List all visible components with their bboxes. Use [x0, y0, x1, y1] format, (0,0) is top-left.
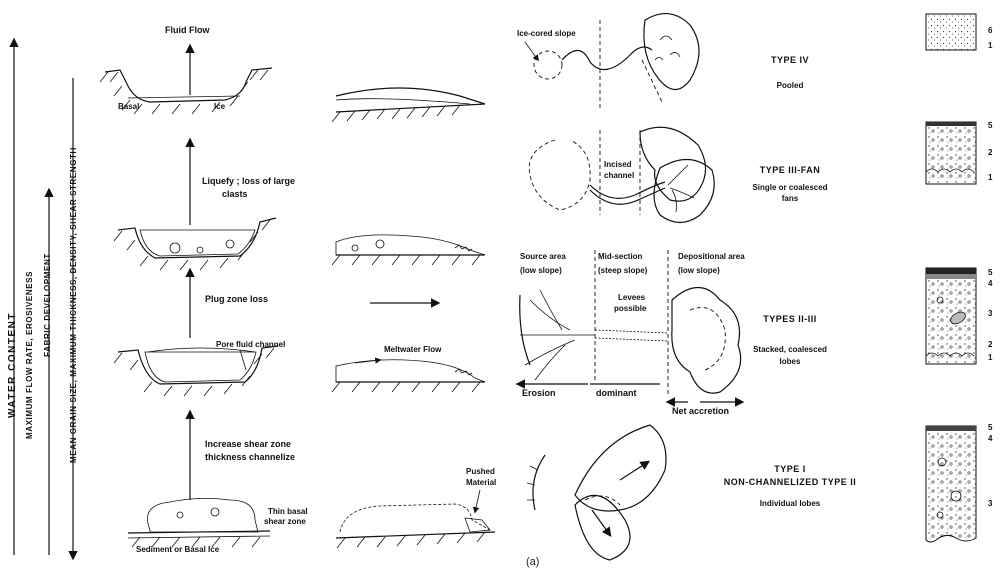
- stage-plug-zone: [114, 346, 278, 396]
- column-type-i: [926, 426, 976, 542]
- col-iii-fan-num-0: 5: [988, 121, 993, 130]
- label-pushed: Pushed: [466, 467, 495, 476]
- col-i-num-2: 3: [988, 499, 993, 508]
- col-iv-num-0: 6: [988, 26, 993, 35]
- col-iii-fan-num-1: 2: [988, 148, 993, 157]
- type-iii-fan-title: TYPE III-FAN: [760, 165, 821, 175]
- profile-1: [332, 88, 485, 122]
- col-i-num-1: 4: [988, 434, 993, 443]
- col-iv-num-1: 1: [988, 41, 993, 50]
- axis-label-max-flow-rate: MAXIMUM FLOW RATE, EROSIVENESS: [25, 271, 34, 439]
- types-ii-iii-desc1: Stacked, coalesced: [753, 345, 827, 354]
- types-ii-iii-title: TYPES II-III: [763, 314, 817, 324]
- label-levees-2: possible: [614, 304, 647, 313]
- axis-label-fabric-development: FABRIC DEVELOPMENT: [43, 253, 52, 357]
- label-low-slope-2: (low slope): [678, 266, 720, 275]
- label-plug-zone-loss: Plug zone loss: [205, 294, 268, 304]
- label-pore-fluid-channel: Pore fluid channel: [216, 340, 285, 349]
- label-incised: Incised: [604, 160, 632, 169]
- column-type-iv: [926, 14, 976, 50]
- planform-type-i: [527, 425, 666, 560]
- figure-caption: (a): [526, 556, 539, 568]
- label-sediment-basal-ice: Sediment or Basal Ice: [136, 545, 220, 554]
- label-dominant: dominant: [596, 388, 637, 398]
- type-iii-fan-desc1: Single or coalesced: [752, 183, 827, 192]
- label-levees-1: Levees: [618, 293, 646, 302]
- column-types-ii-iii: [926, 268, 976, 364]
- type-iv-desc: Pooled: [777, 81, 804, 90]
- label-mid-section: Mid-section: [598, 252, 643, 261]
- label-channel: channel: [604, 171, 634, 180]
- stage-liquefy: [114, 218, 276, 270]
- label-thin-basal-2: shear zone: [264, 517, 306, 526]
- col-ii-iii-num-4: 1: [988, 353, 993, 362]
- type-iv-title: TYPE IV: [771, 55, 809, 65]
- label-fluid-flow: Fluid Flow: [165, 25, 210, 35]
- profile-3: [332, 360, 485, 392]
- axis-label-water-content: WATER CONTENT: [7, 312, 18, 418]
- label-ice: Ice: [214, 102, 226, 111]
- label-meltwater-flow: Meltwater Flow: [384, 345, 442, 354]
- col-iii-fan-num-2: 1: [988, 173, 993, 182]
- type-i-subtitle: NON-CHANNELIZED TYPE II: [724, 477, 857, 487]
- label-clasts: clasts: [222, 189, 248, 199]
- label-net-accretion: Net accretion: [672, 406, 729, 416]
- label-basal: Basal: [118, 102, 139, 111]
- col-ii-iii-num-1: 4: [988, 279, 993, 288]
- profile-4: [336, 490, 495, 548]
- label-thin-basal-1: Thin basal: [268, 507, 308, 516]
- column-type-iii-fan: [926, 122, 976, 184]
- types-ii-iii-desc2: lobes: [780, 357, 801, 366]
- label-depositional-area: Depositional area: [678, 252, 745, 261]
- col-ii-iii-num-3: 2: [988, 340, 993, 349]
- label-increase-shear-2: thickness channelize: [205, 452, 295, 462]
- type-i-title: TYPE I: [774, 464, 806, 474]
- stage-initial: [128, 498, 270, 547]
- label-erosion: Erosion: [522, 388, 556, 398]
- label-increase-shear-1: Increase shear zone: [205, 439, 291, 449]
- label-source-area: Source area: [520, 252, 566, 261]
- label-ice-cored-slope: Ice-cored slope: [517, 29, 576, 38]
- col-ii-iii-num-0: 5: [988, 268, 993, 277]
- label-material: Material: [466, 478, 496, 487]
- profile-2: [332, 235, 485, 265]
- label-liquefy: Liquefy ; loss of large: [202, 176, 295, 186]
- label-low-slope-1: (low slope): [520, 266, 562, 275]
- axis-label-mean-grain-size: MEAN GRAIN SIZE, MAXIMUM THICKNESS, DENS…: [69, 147, 78, 463]
- type-iii-fan-desc2: fans: [782, 194, 799, 203]
- label-steep-slope: (steep slope): [598, 266, 648, 275]
- type-i-desc: Individual lobes: [760, 499, 821, 508]
- col-ii-iii-num-2: 3: [988, 309, 993, 318]
- col-i-num-0: 5: [988, 423, 993, 432]
